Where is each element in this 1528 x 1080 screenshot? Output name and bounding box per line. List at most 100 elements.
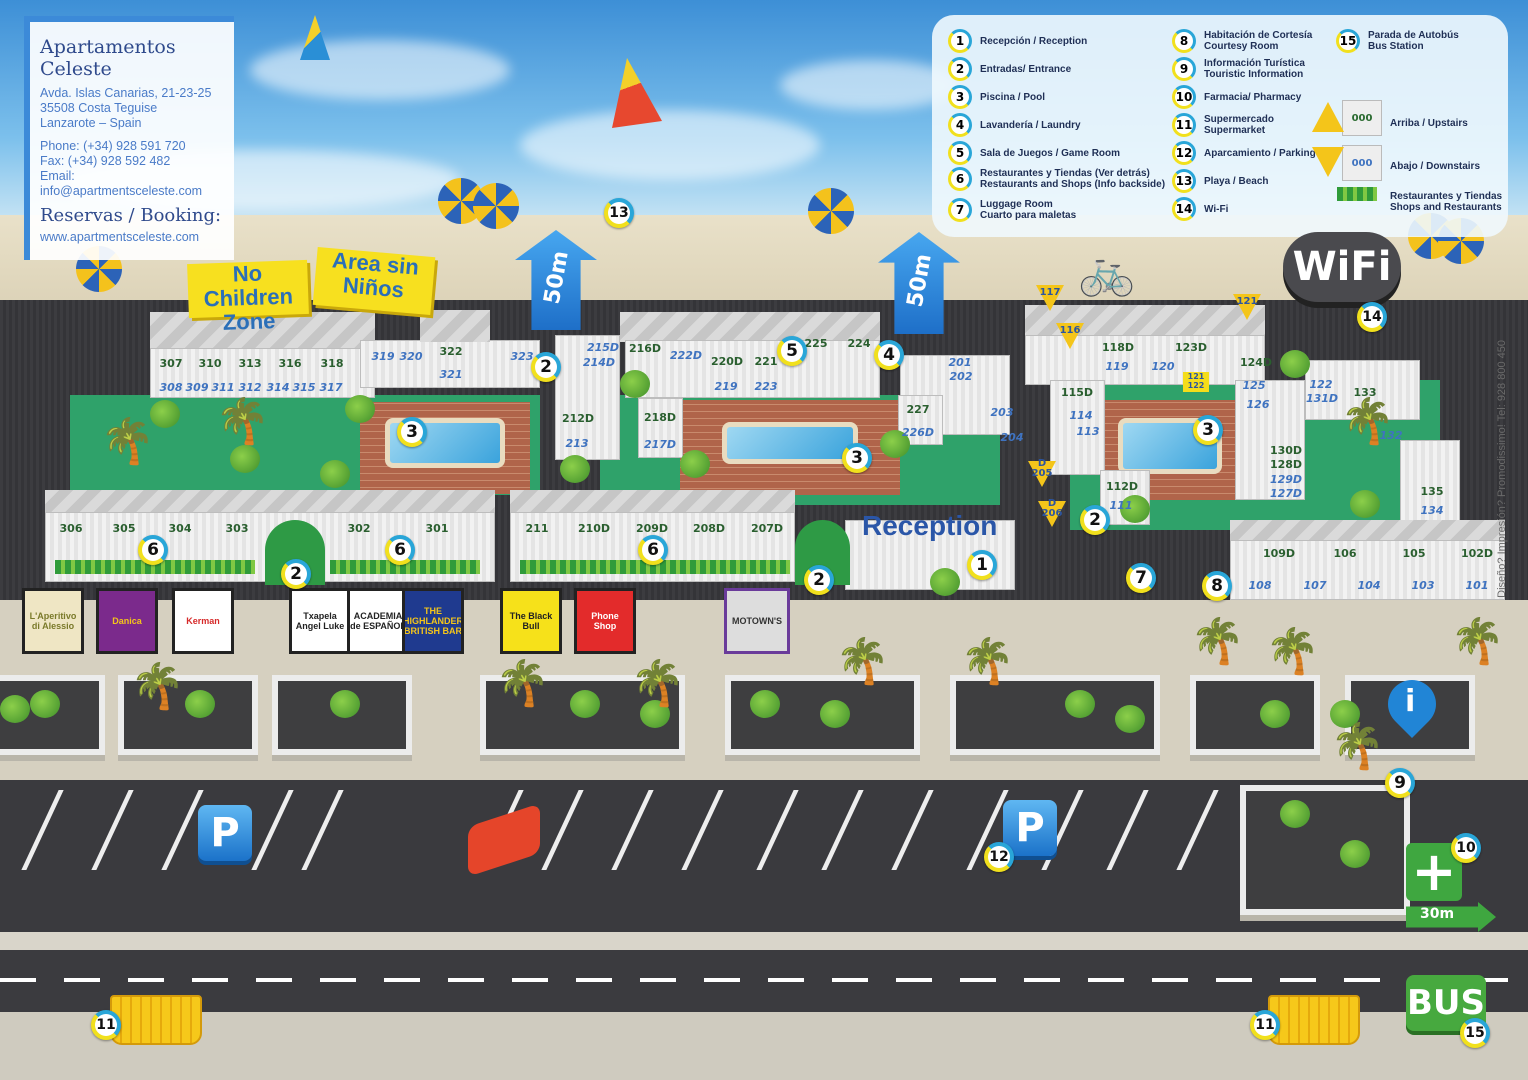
legend-number-badge: 9 [1172,57,1196,81]
bush [1280,800,1310,828]
legend-text-secondary: Touristic Information [1204,69,1304,80]
building-217-218 [638,398,683,458]
map-marker-6[interactable]: 6 [638,535,668,565]
map-marker-2[interactable]: 2 [531,352,561,382]
legend-number-badge: 7 [948,198,972,222]
room-number: 111 [1109,499,1133,512]
map-marker-5[interactable]: 5 [777,336,807,366]
legend-building-icon: 000 [1342,100,1382,136]
upstairs-triangle-icon [1233,294,1261,320]
room-number: 223 [754,380,778,393]
room-number: 124D [1239,356,1273,369]
bush [570,690,600,718]
booking-title: Reservas / Booking: [40,205,222,226]
map-marker-15[interactable]: 15 [1460,1018,1490,1048]
map-marker-6[interactable]: 6 [385,535,415,565]
room-number: 312 [238,381,262,394]
map-marker-8[interactable]: 8 [1202,571,1232,601]
legend-text-secondary: Cuarto para maletas [980,210,1077,221]
map-marker-12[interactable]: 12 [984,842,1014,872]
upstairs-triangle-icon [1056,323,1084,349]
map-marker-14[interactable]: 14 [1357,302,1387,332]
contact-card: Apartamentos Celeste Avda. Islas Canaria… [24,16,234,260]
legend-number-badge: 4 [948,113,972,137]
pharmacy-direction-arrow [1406,902,1496,932]
map-marker-13[interactable]: 13 [604,198,634,228]
map-marker-1[interactable]: 1 [967,550,997,580]
shop-subtitle: Angel Luke [295,621,345,631]
building-300s [150,348,375,398]
bush [0,695,30,723]
map-marker-6[interactable]: 6 [138,535,168,565]
address-line: Avda. Islas Canarias, 21-23-25 [40,86,212,100]
map-marker-3[interactable]: 3 [842,443,872,473]
room-number: 224 [847,337,871,350]
shop-name: L'Aperitivo di Alessio [29,611,77,631]
room-number: 210D [577,522,611,535]
room-number: 202 [949,370,973,383]
room-number: 301 [425,522,449,535]
bush [1065,690,1095,718]
email-link[interactable]: info@apartmentsceleste.com [40,184,203,198]
map-marker-3[interactable]: 3 [1193,415,1223,445]
bush [880,430,910,458]
map-marker-11[interactable]: 11 [91,1010,121,1040]
room-121-122-sign: 121 122 [1183,372,1209,392]
legend-label: Shops and Restaurants [1390,202,1502,213]
room-number: 310 [198,357,222,370]
map-marker-9[interactable]: 9 [1385,768,1415,798]
shop-logo[interactable]: Kerman [172,588,234,654]
room-number: 317 [319,381,343,394]
legend-number-badge: 2 [948,57,972,81]
room-number: 323 [510,350,534,363]
map-marker-4[interactable]: 4 [874,340,904,370]
pharmacy-distance: 30m [1420,906,1455,922]
room-number: 107 [1303,579,1327,592]
shop-logo[interactable]: MOTOWN'S [724,588,790,654]
map-marker-3[interactable]: 3 [397,417,427,447]
room-number: 114 [1069,409,1093,422]
bush [930,568,960,596]
reception-sign: Reception [862,510,998,541]
room-number: 126 [1246,398,1270,411]
shop-logo[interactable]: The Black Bull [500,588,562,654]
shop-logo[interactable]: ACADEMIA de ESPAÑOL [347,588,409,654]
palm-tree-icon: 🌴 [100,416,155,467]
map-marker-2[interactable]: 2 [281,559,311,589]
bush [680,450,710,478]
supermarket-basket-icon [1268,995,1360,1045]
map-marker-7[interactable]: 7 [1126,563,1156,593]
website-link[interactable]: www.apartmentsceleste.com [40,230,200,244]
map-marker-11[interactable]: 11 [1250,1010,1280,1040]
bus-text: BUS [1406,983,1485,1023]
building-134-135 [1400,440,1460,525]
map-marker-2[interactable]: 2 [804,565,834,595]
room-number: 307 [159,357,183,370]
map-marker-2[interactable]: 2 [1080,505,1110,535]
parking-letter: P [210,810,240,856]
shop-logo[interactable]: L'Aperitivo di Alessio [22,588,84,654]
room-number: 133 [1353,386,1377,399]
legend-number-badge: 8 [1172,29,1196,53]
shop-logo[interactable]: THE HIGHLANDER BRITISH BAR [402,588,464,654]
palm-tree-icon: 🌴 [1340,396,1395,447]
bush [820,700,850,728]
shop-logo[interactable]: Danica [96,588,158,654]
address-line: Lanzarote – Spain [40,116,142,130]
legend-number-badge: 11 [1172,113,1196,137]
palm-tree-icon: 🌴 [1190,616,1245,667]
room-number: 308 [159,381,183,394]
palm-tree-icon: 🌴 [630,658,685,709]
room-number: 131D [1305,392,1339,405]
room-number: 221 [754,355,778,368]
map-marker-10[interactable]: 10 [1451,833,1481,863]
room-number: 319 [371,350,395,363]
